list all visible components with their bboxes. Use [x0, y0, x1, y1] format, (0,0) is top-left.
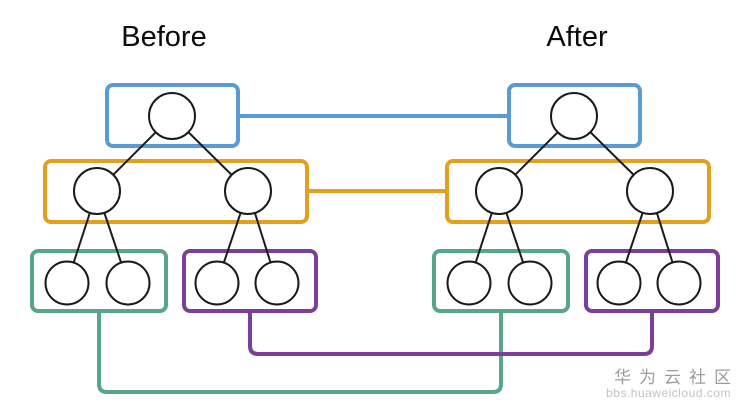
tree-node [550, 92, 598, 140]
tree-node [44, 260, 90, 306]
tree-node [105, 260, 151, 306]
before-level3-right-box [182, 249, 318, 313]
tree-node [596, 260, 642, 306]
tree-node [446, 260, 492, 306]
after-tree [432, 83, 720, 313]
after-level3-right-box [584, 249, 720, 313]
after-title: After [546, 21, 608, 53]
tree-node [194, 260, 240, 306]
tree-node [148, 92, 196, 140]
after-level2-box [445, 159, 711, 224]
after-level3-left-box [432, 249, 570, 313]
tree-node [254, 260, 300, 306]
tree-node [656, 260, 702, 306]
before-level2-box [43, 159, 309, 224]
tree-node [224, 167, 272, 215]
watermark-community-text: 华为云社区 [614, 368, 736, 387]
before-level3-left-box [30, 249, 168, 313]
link-level3-left [97, 310, 503, 394]
before-level1-box [105, 83, 240, 148]
group-links [97, 114, 654, 394]
before-tree [30, 83, 318, 313]
watermark: 华为云社区 bbs.huaweicloud.com [606, 368, 731, 400]
link-level3-right [248, 310, 654, 356]
tree-node [507, 260, 553, 306]
watermark-url-text: bbs.huaweicloud.com [606, 386, 731, 400]
tree-node [73, 167, 121, 215]
tree-node [626, 167, 674, 215]
tree-node [475, 167, 523, 215]
after-level1-box [507, 83, 642, 148]
before-title: Before [121, 21, 207, 53]
